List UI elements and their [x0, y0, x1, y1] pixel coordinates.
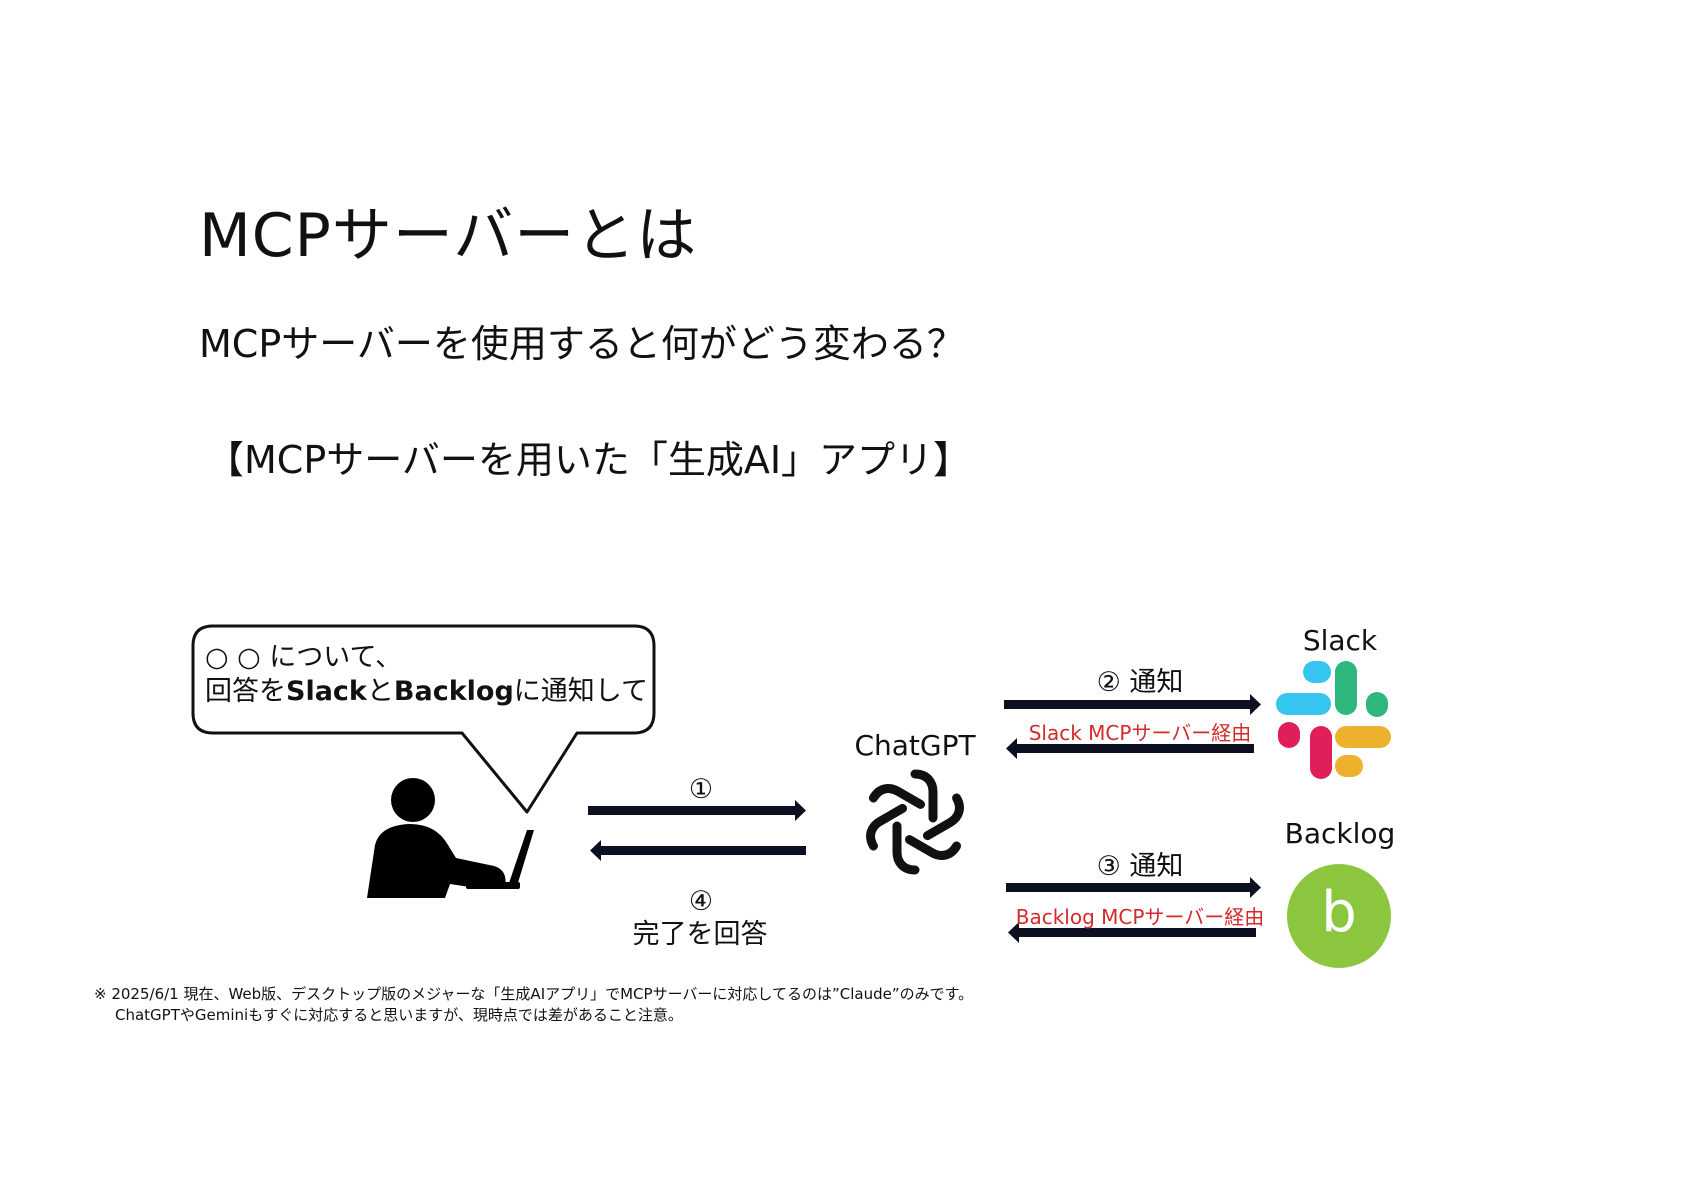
- step3-via-label: Backlog MCPサーバー経由: [1015, 905, 1265, 929]
- bubble-text-slack: Slack: [286, 676, 367, 707]
- speech-bubble: [191, 624, 656, 814]
- footnote-line2: ChatGPTやGeminiもすぐに対応すると思いますが、現時点では差があること…: [115, 1006, 683, 1024]
- bubble-text-part: に通知して: [513, 676, 648, 707]
- step2-via-label: Slack MCPサーバー経由: [1028, 721, 1252, 745]
- bubble-text-line1: ○ ○ について、: [205, 642, 403, 673]
- arrow-slack-to-chatgpt: [1006, 738, 1254, 759]
- slack-label: Slack: [1302, 624, 1378, 657]
- arrow-backlog-to-chatgpt: [1008, 922, 1256, 943]
- arrow-chatgpt-to-slack: [1004, 694, 1261, 715]
- person-at-laptop-icon: [367, 778, 534, 898]
- step1-label: ①: [688, 774, 714, 805]
- footnote-line1: ※ 2025/6/1 現在、Web版、デスクトップ版のメジャーな「生成AIアプリ…: [94, 985, 974, 1003]
- backlog-label: Backlog: [1284, 817, 1396, 850]
- backlog-logo-icon: [1287, 864, 1391, 968]
- step2-label: ② 通知: [1096, 667, 1184, 698]
- arrow-user-to-chatgpt: [588, 800, 806, 821]
- page-title: MCPサーバーとは: [199, 201, 698, 271]
- bubble-text-line2: 回答をSlackとBacklogに通知して: [205, 675, 648, 709]
- bubble-text-part: と: [366, 676, 394, 707]
- arrow-chatgpt-to-backlog: [1006, 877, 1261, 898]
- chatgpt-label: ChatGPT: [854, 729, 976, 762]
- slack-logo-icon: [1276, 661, 1391, 779]
- step4-label: ④: [688, 886, 714, 917]
- step4-text: 完了を回答: [632, 919, 768, 950]
- bubble-text-backlog: Backlog: [393, 676, 514, 707]
- step3-label: ③ 通知: [1096, 851, 1184, 882]
- openai-logo-icon: [864, 774, 965, 870]
- backlog-logo-letter: b: [1321, 880, 1357, 945]
- arrow-chatgpt-to-user: [590, 840, 806, 861]
- bubble-text-part: 回答を: [205, 676, 286, 707]
- page-subtitle: MCPサーバーを使用すると何がどう変わる？: [199, 322, 965, 366]
- app-heading: 【MCPサーバーを用いた「生成AI」アプリ】: [206, 438, 972, 482]
